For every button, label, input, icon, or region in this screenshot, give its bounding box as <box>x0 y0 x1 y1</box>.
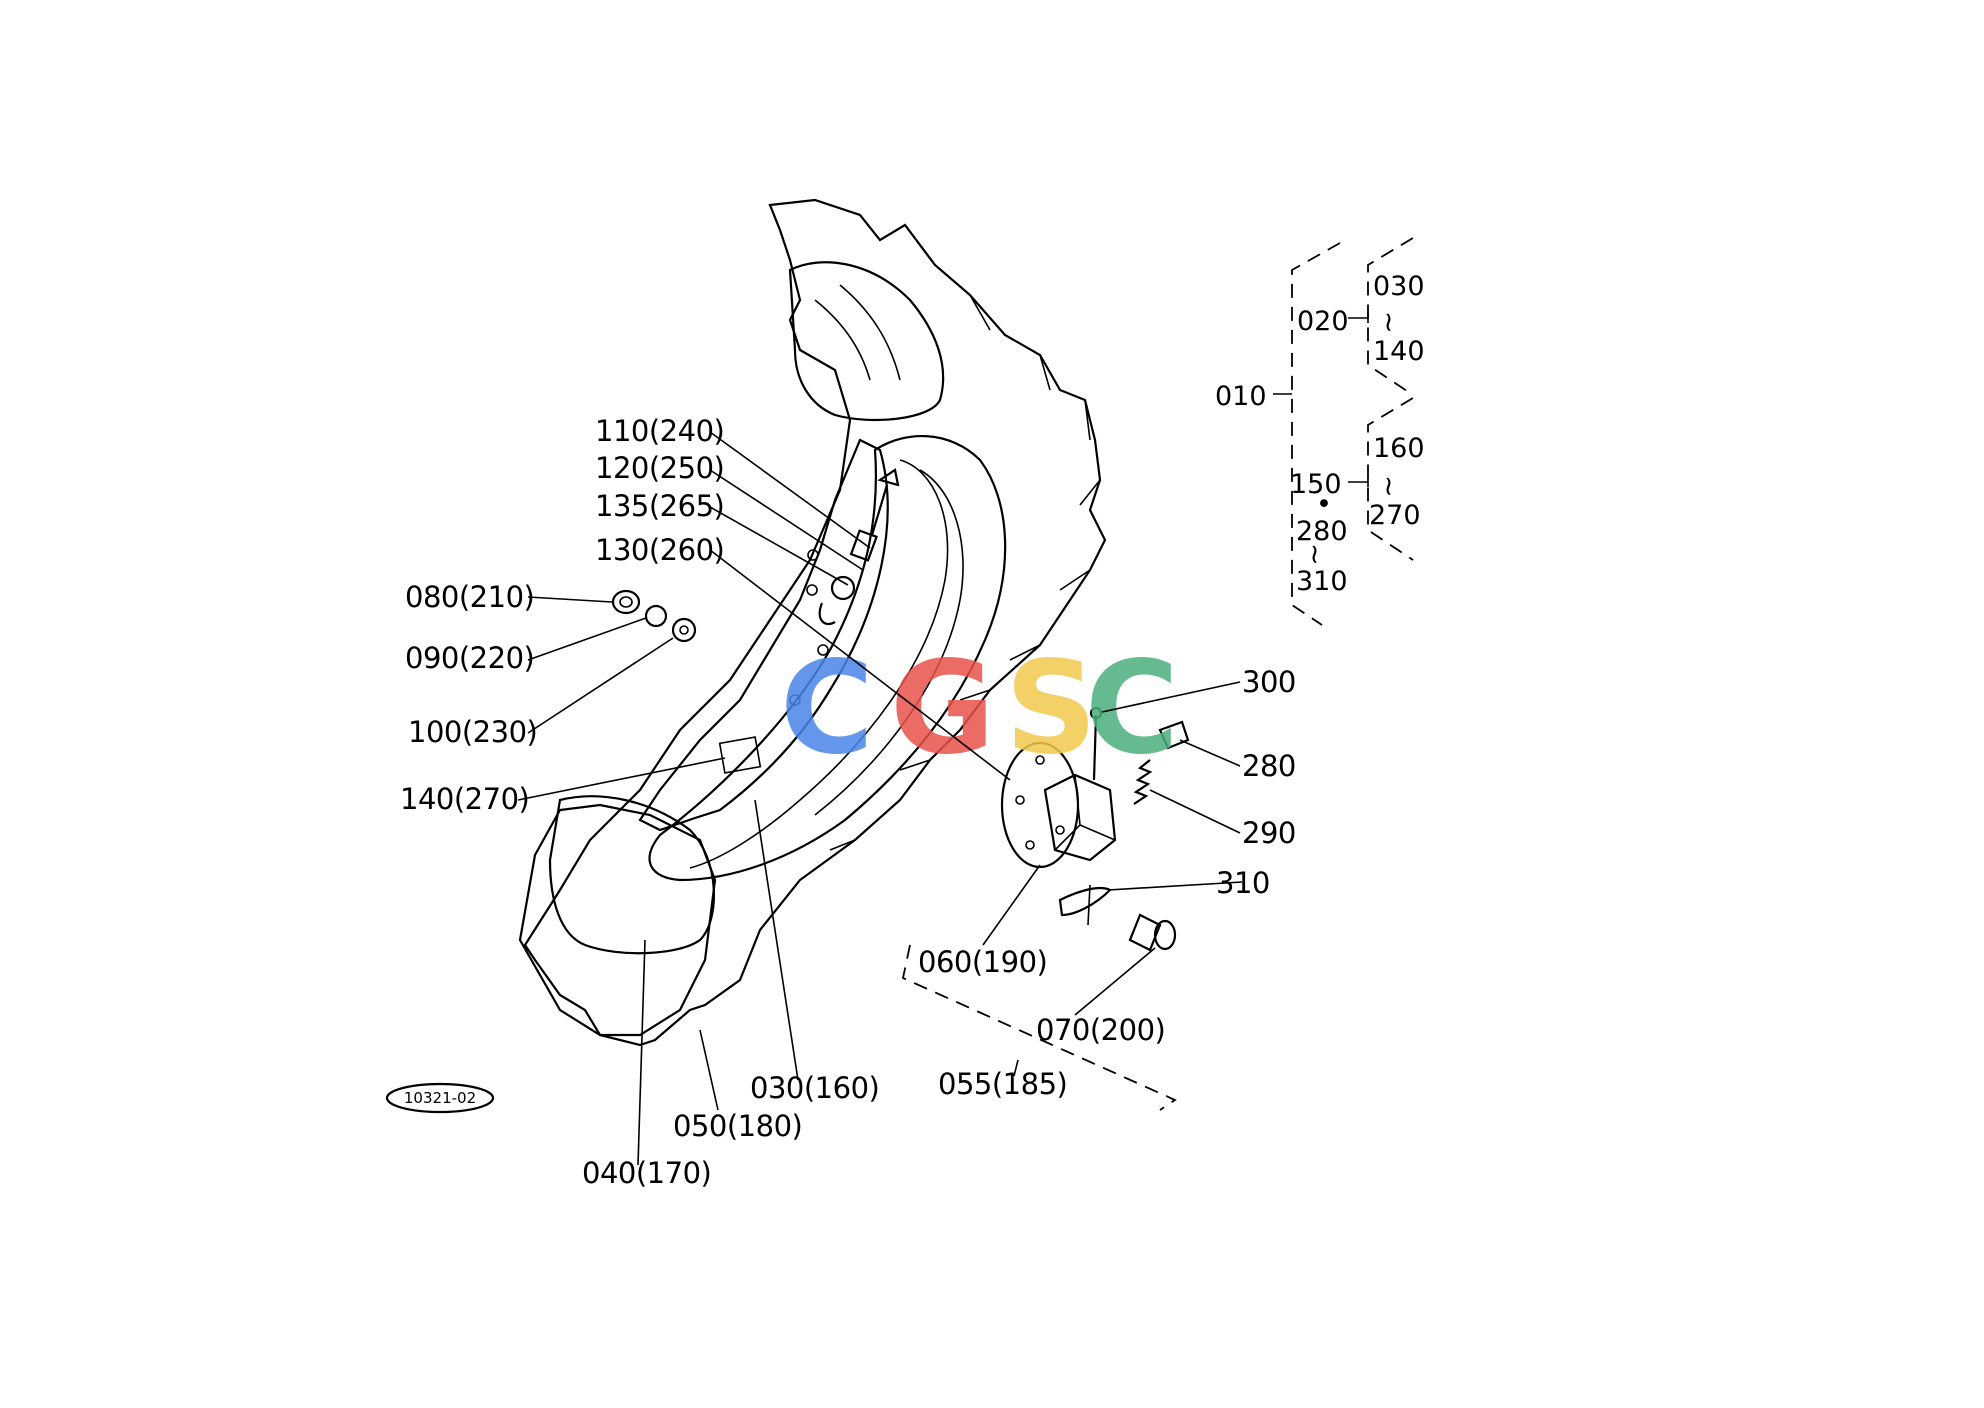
valve-parts <box>818 468 900 626</box>
tire-illustration <box>518 198 1107 1047</box>
watermark-letter-g: G <box>890 634 995 783</box>
watermark-letter-s: S <box>1005 634 1097 783</box>
callout-280: 280 <box>1242 749 1296 783</box>
tire-outer <box>523 198 1107 1047</box>
bolt-280 <box>1158 720 1190 750</box>
figure-code-badge: 10321-02 <box>385 1082 495 1114</box>
tire-bottom-cap <box>518 803 717 1037</box>
pin-300 <box>1092 714 1098 781</box>
callout-100: 100(230) <box>408 715 537 749</box>
tree-tilde-1: ~ <box>1373 311 1404 334</box>
callout-055: 055(185) <box>938 1067 1067 1101</box>
rim-band <box>648 435 1007 882</box>
wheel-disc <box>638 438 889 832</box>
clip-310 <box>1058 886 1112 917</box>
tire-bead-top <box>788 261 945 422</box>
callout-310: 310 <box>1216 866 1270 900</box>
callout-030: 030(160) <box>750 1071 879 1105</box>
callout-090: 090(220) <box>405 641 534 675</box>
leader-lines <box>517 431 1243 1166</box>
tree-node-150: 150 <box>1290 469 1342 500</box>
hub-assembly <box>1000 706 1190 952</box>
callout-040: 040(170) <box>582 1156 711 1190</box>
tree-node-160: 160 <box>1373 433 1425 464</box>
tree-node-310: 310 <box>1296 566 1348 597</box>
nut-icon <box>611 589 641 615</box>
bolt-070 <box>1128 913 1162 952</box>
callout-120: 120(250) <box>595 451 724 485</box>
callout-080: 080(210) <box>405 580 534 614</box>
tree-tilde-2: ~ <box>1373 475 1404 498</box>
callout-050: 050(180) <box>673 1109 802 1143</box>
tree-node-140: 140 <box>1373 336 1425 367</box>
assembly-tree: 010 020 030 ~ 140 150 160 ~ 270 • 280 ~ … <box>1215 237 1425 626</box>
tree-dot: • <box>1316 489 1332 520</box>
disc-plate-hatched <box>718 736 762 774</box>
callout-110: 110(240) <box>595 414 724 448</box>
callout-140: 140(270) <box>400 782 529 816</box>
tube-bottom <box>548 795 715 955</box>
watermark-letter-c2: C <box>1085 634 1179 783</box>
nut-washer-set <box>611 589 697 643</box>
callout-labels: 110(240) 120(250) 135(265) 130(260) 080(… <box>400 414 1296 1190</box>
tree-node-010: 010 <box>1215 381 1267 412</box>
callout-300: 300 <box>1242 665 1296 699</box>
tree-node-280: 280 <box>1296 516 1348 547</box>
valve-nut <box>830 575 856 601</box>
callout-070: 070(200) <box>1036 1013 1165 1047</box>
figure-code: 10321-02 <box>404 1089 476 1107</box>
tree-node-270: 270 <box>1369 500 1421 531</box>
watermark: C G S C <box>780 634 1179 783</box>
tree-tilde-3: ~ <box>1299 543 1330 566</box>
tree-node-020: 020 <box>1297 306 1349 337</box>
watermark-letter-c1: C <box>780 634 874 783</box>
callout-130: 130(260) <box>595 533 724 567</box>
flat-washer-icon <box>671 617 697 643</box>
callout-060: 060(190) <box>918 945 1047 979</box>
lock-washer-icon <box>644 604 668 628</box>
callout-290: 290 <box>1242 816 1296 850</box>
tree-node-030: 030 <box>1373 271 1425 302</box>
spring-290 <box>1133 759 1153 805</box>
callout-135: 135(265) <box>595 489 724 523</box>
